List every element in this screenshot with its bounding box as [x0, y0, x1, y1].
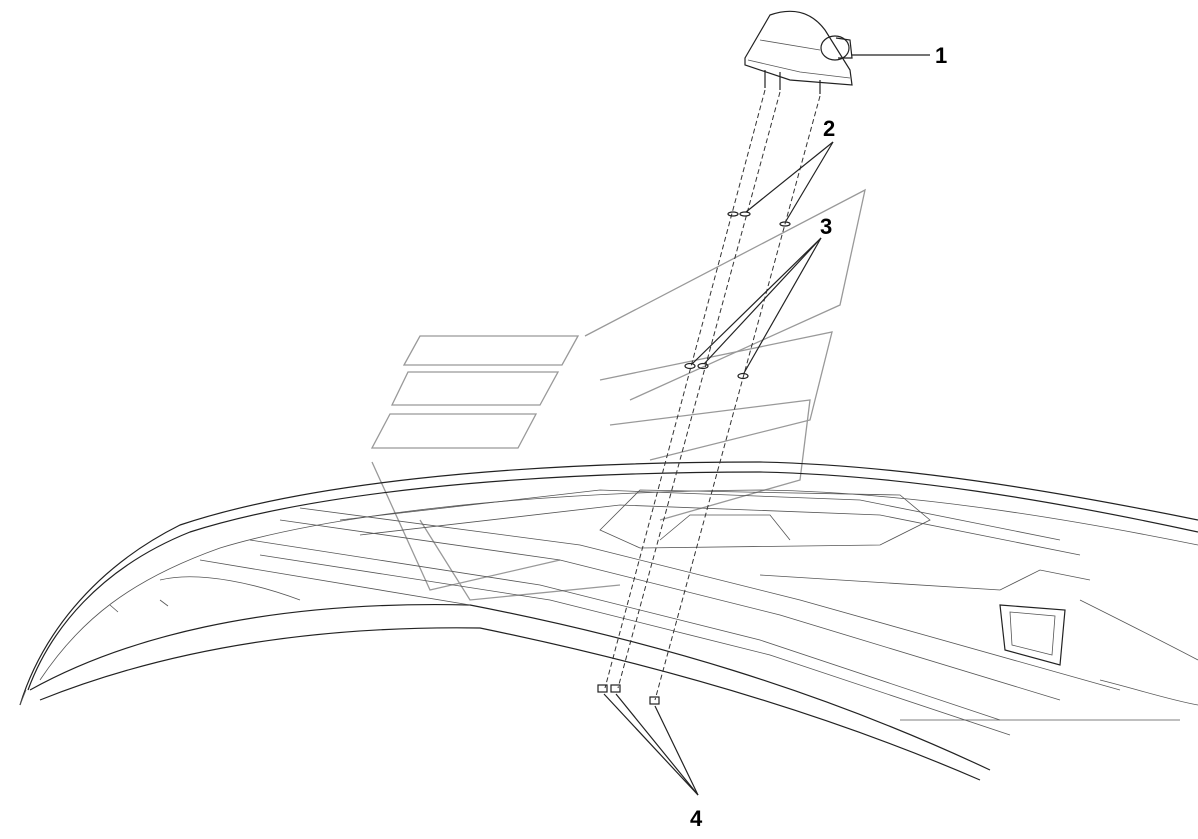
watermark-logo	[370, 188, 866, 601]
seal-icon	[727, 211, 791, 227]
callout-1: 1	[935, 43, 947, 68]
antenna-icon	[744, 10, 853, 94]
clip-icon	[597, 684, 660, 705]
leader-lines	[603, 54, 930, 796]
callout-3: 3	[820, 214, 832, 239]
callout-4: 4	[690, 806, 703, 831]
nut-icon	[684, 362, 749, 380]
callout-2: 2	[823, 116, 835, 141]
roof-panel-icon	[19, 461, 1198, 781]
assembly-lines	[604, 89, 821, 701]
